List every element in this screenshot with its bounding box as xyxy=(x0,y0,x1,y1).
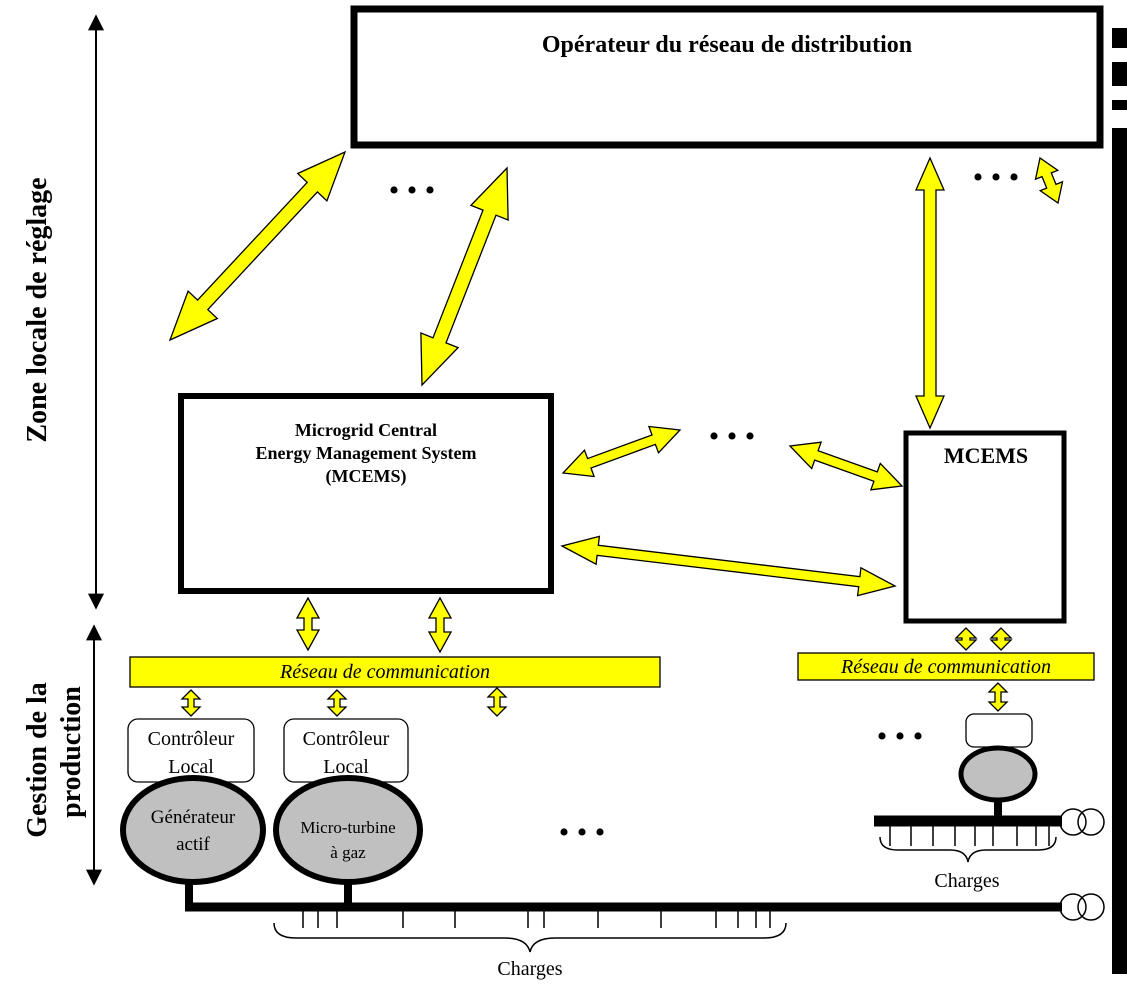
mcems-main-line3: (MCEMS) xyxy=(326,466,407,487)
arrow-right-mcems-down xyxy=(954,627,978,651)
edge-block-3 xyxy=(1112,100,1127,110)
controller-2-line2: Local xyxy=(323,756,369,778)
arrow-right-mcems-up xyxy=(989,627,1013,651)
network-bar-left xyxy=(129,656,661,688)
bus-lines xyxy=(185,798,1062,912)
ellipsis-top-right: • • • xyxy=(973,161,1020,194)
network-label-left: Réseau de communication xyxy=(279,661,490,683)
load-brace-right xyxy=(879,836,1057,863)
ellipsis-generators: • • • xyxy=(559,816,606,849)
arrow-mcems-middle-left xyxy=(561,425,682,478)
ellipsis-middle: • • • xyxy=(709,420,756,453)
transformer-icon xyxy=(1059,808,1105,921)
mcems-main-line2: Energy Management System xyxy=(256,443,477,463)
arrow-network-controller-right xyxy=(987,682,1009,712)
network-label-right: Réseau de communication xyxy=(840,656,1051,678)
ellipsis-top: • • • xyxy=(389,174,436,207)
mcems-main-line1: Microgrid Central xyxy=(295,420,437,440)
mcems-main-box xyxy=(178,393,554,594)
controller-1-line2: Local xyxy=(168,756,214,778)
mcems-secondary-title: MCEMS xyxy=(944,443,1028,468)
operator-title: Opérateur du réseau de distribution xyxy=(542,32,912,58)
zone-label: Zone locale de réglage xyxy=(22,177,53,442)
arrow-middle-mcems-right xyxy=(788,441,904,491)
arrow-network-extra xyxy=(486,687,508,717)
generator-1-line1: Générateur xyxy=(151,807,236,828)
ellipsis-right-controllers: • • • xyxy=(877,720,924,753)
arrow-operator-mcems xyxy=(420,166,509,387)
edge-block-2 xyxy=(1112,62,1127,86)
load-ticks xyxy=(302,826,1050,928)
arrow-mcems-up xyxy=(427,596,453,654)
mcems-secondary-box xyxy=(903,430,1067,624)
arrow-operator-far-right xyxy=(1034,156,1064,205)
gestion-label-line1: Gestion de la xyxy=(22,682,53,838)
edge-bar xyxy=(1112,128,1127,974)
generator-1-line2: actif xyxy=(176,834,210,855)
arrow-network-controller-1 xyxy=(180,689,202,717)
operator-box xyxy=(350,5,1104,149)
generator-active xyxy=(120,775,266,885)
edge-block-1 xyxy=(1112,28,1127,48)
generator-2-line1: Micro-turbine xyxy=(300,818,395,837)
arrow-network-controller-2 xyxy=(326,689,348,717)
controller-box-3 xyxy=(965,713,1033,748)
load-label-left: Charges xyxy=(497,958,562,980)
controller-1-line1: Contrôleur xyxy=(148,728,235,750)
load-label-right: Charges xyxy=(934,870,999,892)
generator-2-line2: à gaz xyxy=(330,843,366,862)
arrow-mcems-down xyxy=(295,596,321,652)
load-brace-left xyxy=(273,922,787,953)
generator-right xyxy=(958,745,1038,803)
arrow-mcems-to-mcems xyxy=(560,535,897,597)
arrows xyxy=(168,150,1064,717)
gestion-label-line2: production xyxy=(56,686,87,818)
arrow-operator-left xyxy=(168,150,347,342)
network-bar-right xyxy=(797,652,1095,681)
arrow-operator-mcems-right xyxy=(915,156,945,430)
controller-2-line1: Contrôleur xyxy=(303,728,390,750)
